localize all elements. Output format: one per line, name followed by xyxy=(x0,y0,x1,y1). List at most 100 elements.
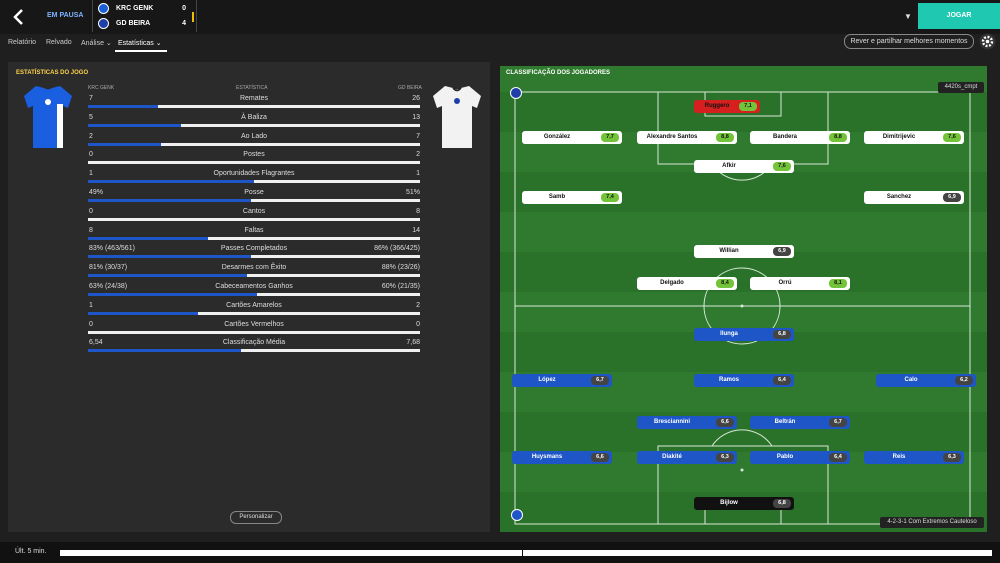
stat-bar xyxy=(88,180,420,184)
chevron-down-icon: ⌄ xyxy=(105,40,112,47)
player-rating: 6,4 xyxy=(829,453,847,462)
divider xyxy=(196,0,197,32)
player-name: Calo xyxy=(904,377,918,383)
home-team-row[interactable]: KRC GENK 0 xyxy=(98,2,190,16)
stat-bar-home-fill xyxy=(88,255,251,259)
match-timeline-bar: Últ. 5 min. xyxy=(0,542,1000,563)
stat-home-value: 6,54 xyxy=(89,339,103,347)
away-team-badge-icon xyxy=(98,18,109,29)
tab-analysis[interactable]: Análise ⌄ xyxy=(81,39,112,47)
stat-label: Passes Completados xyxy=(220,245,288,253)
tab-statistics[interactable]: Estatísticas ⌄ xyxy=(118,39,162,47)
player-rating: 8,8 xyxy=(716,133,734,142)
player-marker[interactable]: Ilunga 6,8 xyxy=(694,328,794,341)
player-rating: 7,6 xyxy=(773,162,791,171)
stat-bar xyxy=(88,217,420,221)
stat-home-value: 1 xyxy=(89,170,93,178)
pitch-panel-title: CLASSIFICAÇÃO DOS JOGADORES xyxy=(506,70,611,76)
stat-label: Classificação Média xyxy=(222,339,286,347)
chevron-down-icon: ⌄ xyxy=(155,40,162,47)
player-rating: 6,2 xyxy=(955,376,973,385)
away-shirt-icon xyxy=(433,86,481,148)
stat-bar xyxy=(88,311,420,315)
home-shirt-icon xyxy=(24,86,72,148)
stat-bar xyxy=(88,142,420,146)
tab-report[interactable]: Relatório xyxy=(8,39,37,46)
halftime-marker xyxy=(522,550,523,556)
player-name: Sanchez xyxy=(886,194,912,200)
stat-bar xyxy=(88,236,420,240)
share-highlights-button[interactable]: Rever e partilhar melhores momentos xyxy=(844,34,974,49)
tab-pitch[interactable]: Relvado xyxy=(46,39,72,46)
stat-away-value: 1 xyxy=(416,170,420,178)
active-tab-underline xyxy=(115,50,167,52)
stat-bar-home-fill xyxy=(88,105,158,108)
player-name: Ruggero xyxy=(704,103,730,109)
play-button[interactable]: JOGAR xyxy=(918,3,1000,29)
stat-bar xyxy=(88,161,420,165)
player-name: Pablo xyxy=(776,454,794,460)
player-marker[interactable]: Calo 6,2 xyxy=(876,374,976,387)
stat-home-value: 0 xyxy=(89,151,93,159)
player-marker[interactable]: Pablo 6,4 xyxy=(750,451,850,464)
stat-home-value: 2 xyxy=(89,132,93,140)
player-name: Ilunga xyxy=(720,331,738,337)
stat-bar xyxy=(88,255,420,259)
player-rating: 7,1 xyxy=(739,102,757,111)
chevron-down-icon[interactable]: ▼ xyxy=(904,12,912,21)
match-status: EM PAUSA xyxy=(47,12,84,19)
stat-away-value: 8 xyxy=(416,207,420,215)
stat-away-value: 7 xyxy=(416,132,420,140)
timeline-track[interactable] xyxy=(60,550,992,556)
stat-away-value: 51% xyxy=(405,189,420,196)
player-name: Reis xyxy=(892,454,906,460)
stat-away-value: 0 xyxy=(416,320,420,328)
stat-away-value: 2 xyxy=(416,151,420,159)
player-marker[interactable]: Reis 6,3 xyxy=(864,451,964,464)
player-rating: 6,7 xyxy=(829,418,847,427)
player-name: Willian xyxy=(719,248,739,254)
gear-icon[interactable] xyxy=(979,33,996,50)
stat-bar xyxy=(88,330,420,334)
player-rating: 6,3 xyxy=(943,453,961,462)
customize-button[interactable]: Personalizar xyxy=(230,511,282,524)
home-team-score: 0 xyxy=(182,5,186,12)
back-arrow-icon[interactable] xyxy=(8,6,30,28)
stat-away-value: 88% (23/26) xyxy=(381,264,420,272)
panel-title: ESTATÍSTICAS DO JOGO xyxy=(16,70,89,76)
player-marker[interactable]: Ruggero 7,1 xyxy=(694,100,760,113)
stat-away-value: 14 xyxy=(412,226,420,234)
tab-bar: Relatório Relvado Análise ⌄ Estatísticas… xyxy=(0,34,1000,52)
player-name: Samb xyxy=(548,194,566,200)
match-stats-panel: ESTATÍSTICAS DO JOGO KRC GENK ESTATÍSTIC… xyxy=(8,62,490,532)
player-rating: 6,6 xyxy=(716,418,734,427)
player-rating: 6,8 xyxy=(773,330,791,339)
stat-bar-home-fill xyxy=(88,293,258,296)
stat-bar-home-fill xyxy=(88,142,162,146)
away-team-row[interactable]: GD BEIRA 4 xyxy=(98,17,190,31)
stat-bar xyxy=(88,105,420,108)
home-column-header: KRC GENK xyxy=(88,85,115,91)
player-rating: 8,8 xyxy=(829,133,847,142)
